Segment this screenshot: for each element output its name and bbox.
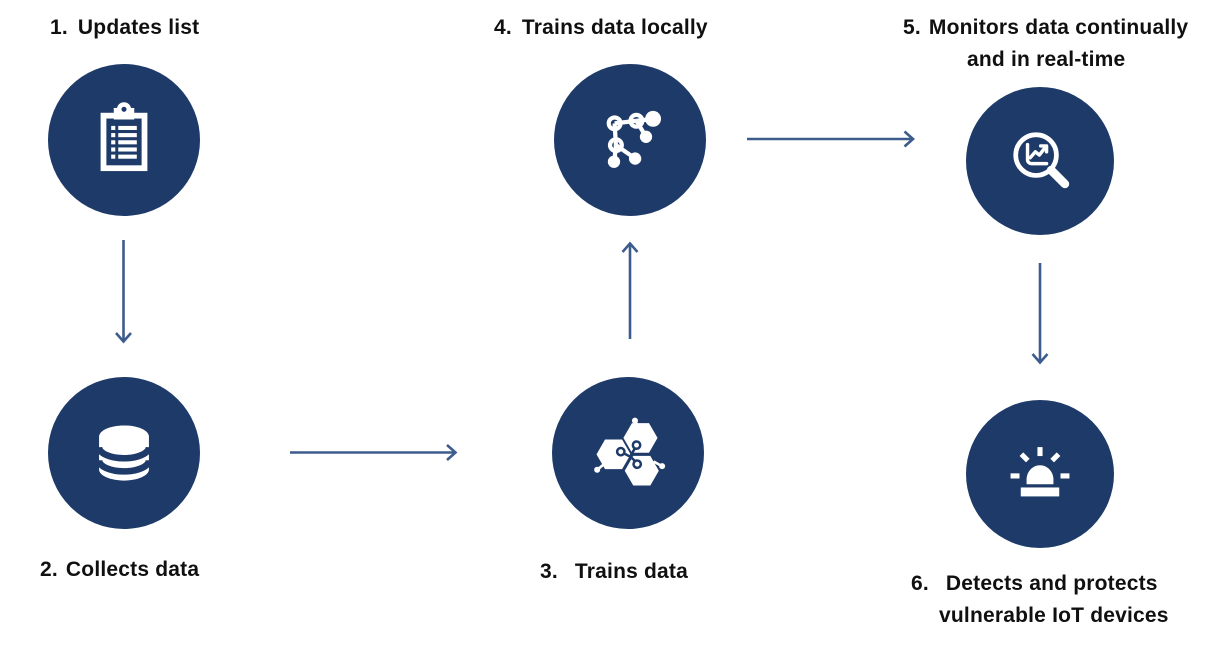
step6-label-line2: vulnerable IoT devices	[939, 604, 1169, 627]
step2-label: 2. Collects data	[40, 558, 199, 582]
step5-label: 5. Monitors data continually	[903, 16, 1188, 40]
step1-label-text: Updates list	[77, 16, 200, 39]
arrow-step4-to-step5	[747, 130, 915, 148]
arrow-step1-to-step2	[115, 240, 132, 344]
step1-label: 1. Updates list	[50, 16, 199, 40]
step5-label-line2: and in real-time	[967, 48, 1126, 71]
step3-circle	[552, 377, 704, 529]
arrow-step3-to-step4	[621, 241, 639, 339]
step6-number: 6.	[911, 572, 929, 595]
step4-label-text: Trains data locally	[521, 16, 708, 39]
arrow-step2-to-step3	[290, 444, 458, 461]
database-icon	[95, 425, 153, 481]
step4-circle	[554, 64, 706, 216]
step4-number: 4.	[494, 16, 512, 39]
step2-circle	[48, 377, 200, 529]
step1-number: 1.	[50, 16, 68, 39]
arrow-step5-to-step6	[1031, 263, 1049, 365]
step3-label-text: Trains data	[574, 560, 688, 583]
step3-number: 3.	[540, 560, 558, 583]
step1-circle	[48, 64, 200, 216]
step3-label: 3. Trains data	[540, 560, 688, 584]
siren-icon	[1010, 447, 1070, 497]
step5-number: 5.	[903, 16, 921, 39]
clipboard-list-icon	[100, 102, 148, 172]
step2-label-text: Collects data	[65, 558, 200, 581]
step4-label: 4. Trains data locally	[494, 16, 708, 40]
chart-magnifier-icon	[1013, 132, 1070, 189]
step5-circle	[966, 87, 1114, 235]
step5-label-text: Monitors data continually	[928, 16, 1189, 39]
step2-number: 2.	[40, 558, 58, 581]
step6-label-text: Detects and protects	[945, 572, 1158, 595]
step6-label: 6. Detects and protects	[911, 572, 1158, 596]
node-graph-icon	[606, 110, 662, 168]
hexagon-circuit-icon	[594, 417, 666, 486]
step6-circle	[966, 400, 1114, 548]
